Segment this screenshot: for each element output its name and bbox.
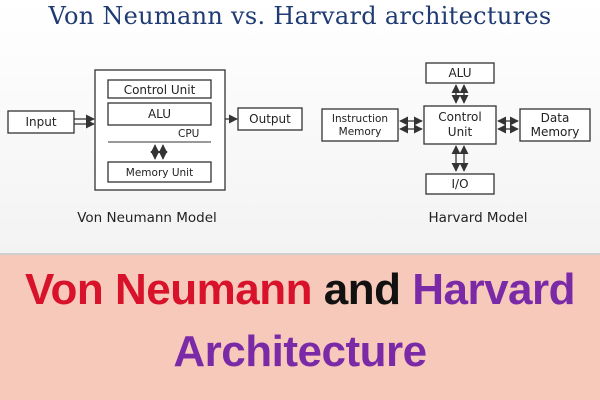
harvard-control-label-1: Control bbox=[438, 110, 481, 124]
data-memory-label-2: Memory bbox=[531, 125, 580, 139]
memory-unit-box bbox=[107, 161, 212, 183]
banner-harvard: Harvard bbox=[412, 265, 576, 314]
harvard-control-label-2: Unit bbox=[448, 125, 473, 139]
output-box bbox=[237, 107, 303, 131]
cpu-label: CPU bbox=[178, 128, 199, 140]
control-unit-box bbox=[107, 79, 212, 99]
control-unit-label: Control Unit bbox=[124, 83, 196, 97]
harvard-diagram: ALU Control Unit Instruction Memory Data… bbox=[321, 62, 591, 226]
banner-line-1: Von Neumann and Harvard bbox=[0, 265, 600, 315]
input-box bbox=[7, 110, 75, 134]
von-neumann-diagram: Input Control Unit ALU CPU Memory Unit O… bbox=[7, 69, 303, 226]
banner-architecture: Architecture bbox=[173, 327, 427, 376]
instruction-memory-label-2: Memory bbox=[339, 126, 382, 138]
architecture-diagrams: Input Control Unit ALU CPU Memory Unit O… bbox=[7, 62, 591, 226]
io-box bbox=[425, 173, 495, 195]
input-label: Input bbox=[25, 115, 56, 129]
output-label: Output bbox=[249, 112, 291, 126]
harvard-control-unit-box bbox=[423, 105, 497, 145]
memory-unit-label: Memory Unit bbox=[126, 167, 193, 179]
harvard-alu-box bbox=[425, 62, 495, 84]
data-memory-label-1: Data bbox=[541, 111, 570, 125]
harvard-alu-label: ALU bbox=[448, 66, 471, 80]
data-memory-box bbox=[519, 108, 591, 142]
title-banner: Von Neumann and Harvard Architecture bbox=[0, 255, 600, 400]
alu-label: ALU bbox=[148, 107, 171, 121]
io-label: I/O bbox=[451, 177, 468, 191]
von-neumann-caption: Von Neumann Model bbox=[77, 210, 217, 226]
instruction-memory-box bbox=[321, 108, 399, 142]
instruction-memory-label-1: Instruction bbox=[332, 113, 388, 125]
alu-box bbox=[107, 102, 212, 126]
page-title: Von Neumann vs. Harvard architectures bbox=[48, 2, 552, 30]
banner-von-neumann: Von Neumann bbox=[24, 265, 313, 314]
banner-and: and bbox=[323, 265, 401, 314]
harvard-caption: Harvard Model bbox=[429, 210, 528, 226]
